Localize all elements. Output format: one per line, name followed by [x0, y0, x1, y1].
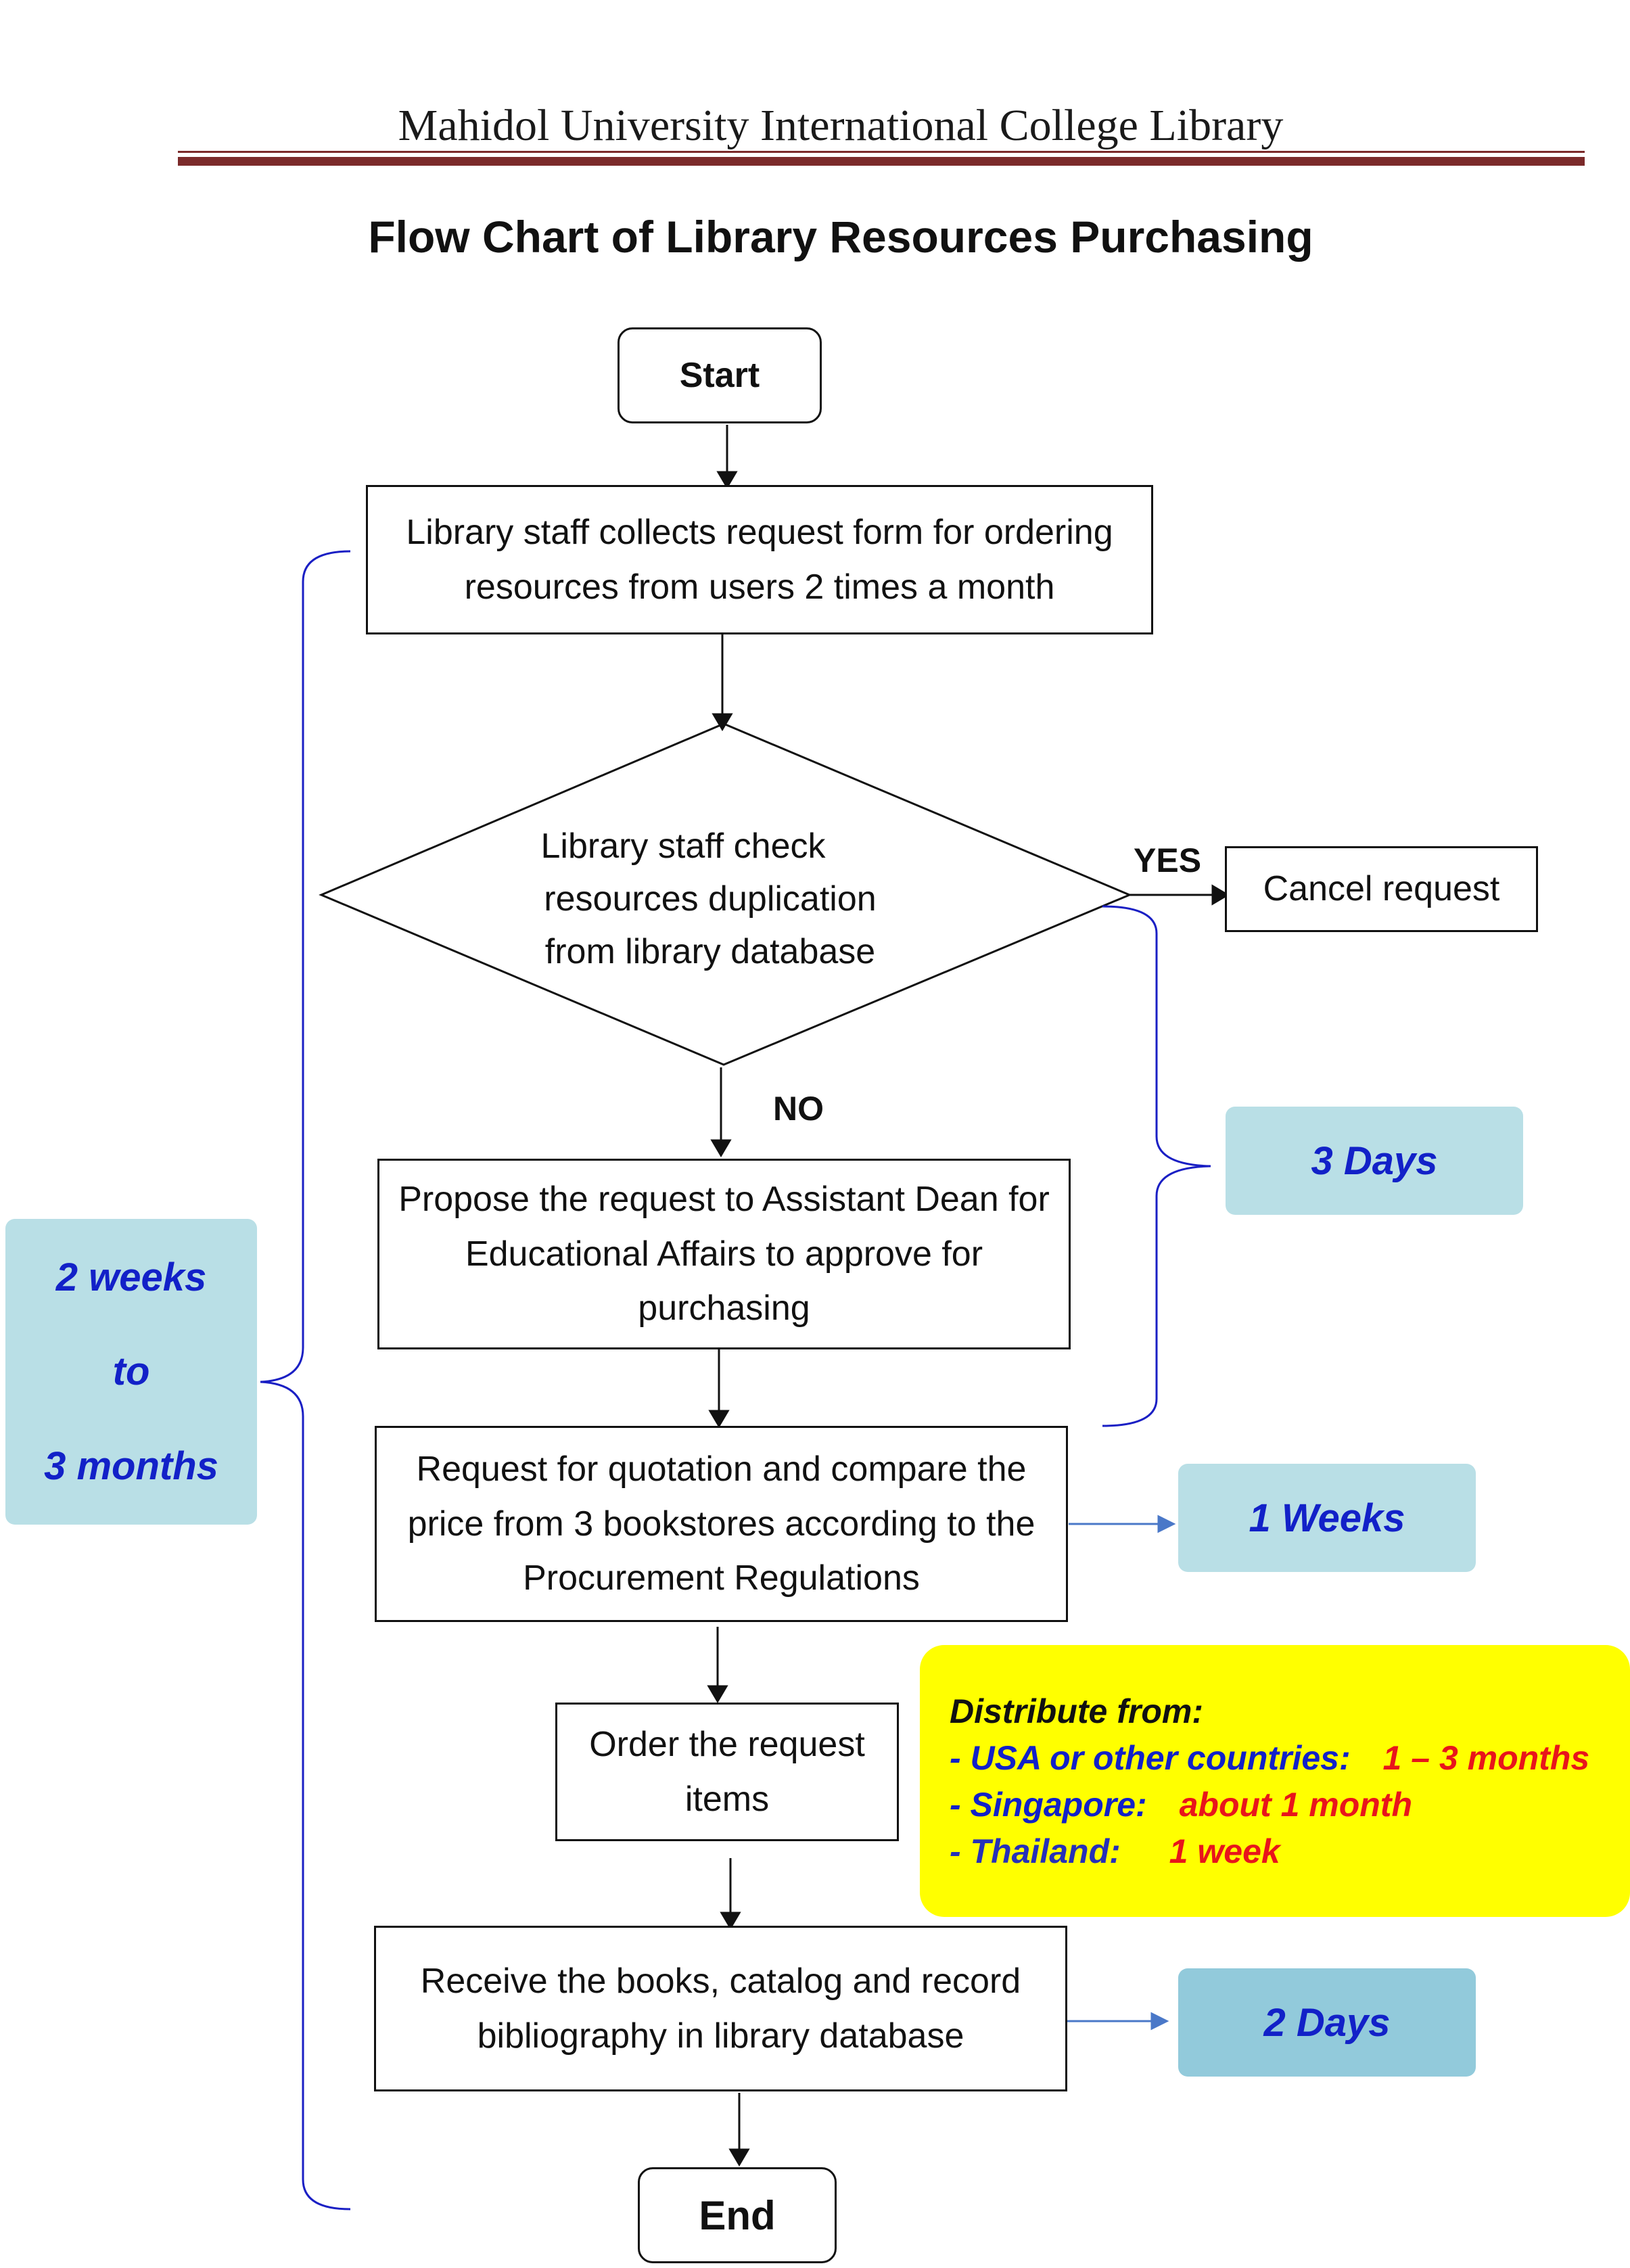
end-label: End [699, 2192, 776, 2238]
order-line-2: items [684, 1779, 770, 1819]
propose-approval-box: Propose the request to Assistant Dean fo… [377, 1159, 1071, 1349]
total-duration-callout: 2 weeks to 3 months [5, 1219, 257, 1525]
decision-diamond [319, 722, 1132, 1066]
distribution-heading: Distribute from: [950, 1692, 1203, 1730]
order-items-box: Order the request items [555, 1703, 899, 1841]
check-line-3: from library database [544, 932, 876, 971]
propose-line-1: Propose the request to Assistant Dean fo… [398, 1180, 1050, 1220]
time-singapore: about 1 month [1179, 1786, 1413, 1824]
start-label: Start [679, 355, 760, 395]
collect-line-2: resources from users 2 times a month [464, 567, 1055, 607]
origin-thailand: - Thailand: [950, 1832, 1121, 1870]
receive-catalog-box: Receive the books, catalog and record bi… [374, 1926, 1067, 2091]
collect-requests-box: Library staff collects request form for … [366, 485, 1153, 634]
processing-duration-callout: 2 Days [1178, 1968, 1476, 2077]
distribution-row-singapore: - Singapore: about 1 month [950, 1782, 1600, 1828]
check-duplication-text: Library staff check resources duplicatio… [500, 820, 920, 978]
propose-line-3: purchasing [638, 1289, 810, 1328]
chart-title: Flow Chart of Library Resources Purchasi… [368, 212, 1313, 262]
approval-duration-label: 3 Days [1311, 1138, 1438, 1183]
processing-duration-label: 2 Days [1263, 2000, 1391, 2045]
approval-duration-bracket [1102, 905, 1211, 1427]
distribution-row-usa: - USA or other countries: 1 – 3 months [950, 1735, 1600, 1782]
main-flow-arrows [707, 425, 1230, 2167]
yes-label: YES [1134, 841, 1202, 879]
check-line-2: resources duplication [544, 879, 877, 919]
approval-duration-callout: 3 Days [1226, 1107, 1523, 1215]
distribution-note: Distribute from: - USA or other countrie… [920, 1645, 1630, 1917]
total-duration-bracket [260, 550, 351, 2211]
origin-usa: - USA or other countries: [950, 1739, 1351, 1777]
total-duration-line-1: 2 weeks [55, 1255, 207, 1300]
collect-line-1: Library staff collects request form for … [406, 512, 1113, 552]
page-header-title: Mahidol University International College… [398, 101, 1284, 150]
total-duration-line-3: 3 months [44, 1443, 218, 1488]
quote-line-2: price from 3 bookstores according to the [407, 1504, 1035, 1544]
propose-line-2: Educational Affairs to approve for [465, 1234, 983, 1274]
start-terminal: Start [618, 327, 822, 423]
end-terminal: End [638, 2167, 837, 2263]
quote-line-1: Request for quotation and compare the [416, 1450, 1027, 1489]
quote-line-3: Procurement Regulations [523, 1558, 920, 1598]
quotation-duration-label: 1 Weeks [1249, 1496, 1405, 1540]
time-usa: 1 – 3 months [1382, 1739, 1590, 1777]
time-thailand: 1 week [1169, 1832, 1280, 1870]
receive-line-2: bibliography in library database [477, 2016, 964, 2056]
no-label: NO [773, 1090, 824, 1128]
receive-line-1: Receive the books, catalog and record [420, 1961, 1021, 2001]
info-arrows [1065, 1514, 1176, 2031]
distribution-row-thailand: - Thailand: 1 week [950, 1828, 1600, 1875]
header-rule-thin [178, 151, 1585, 153]
origin-singapore: - Singapore: [950, 1786, 1147, 1824]
order-line-1: Order the request [589, 1724, 865, 1764]
total-duration-line-2: to [112, 1349, 150, 1394]
quotation-duration-callout: 1 Weeks [1178, 1464, 1476, 1572]
cancel-label: Cancel request [1263, 869, 1500, 909]
check-line-1: Library staff check [540, 827, 826, 866]
cancel-request-box: Cancel request [1225, 846, 1538, 932]
header-rule [178, 157, 1585, 166]
quotation-box: Request for quotation and compare the pr… [375, 1426, 1068, 1622]
